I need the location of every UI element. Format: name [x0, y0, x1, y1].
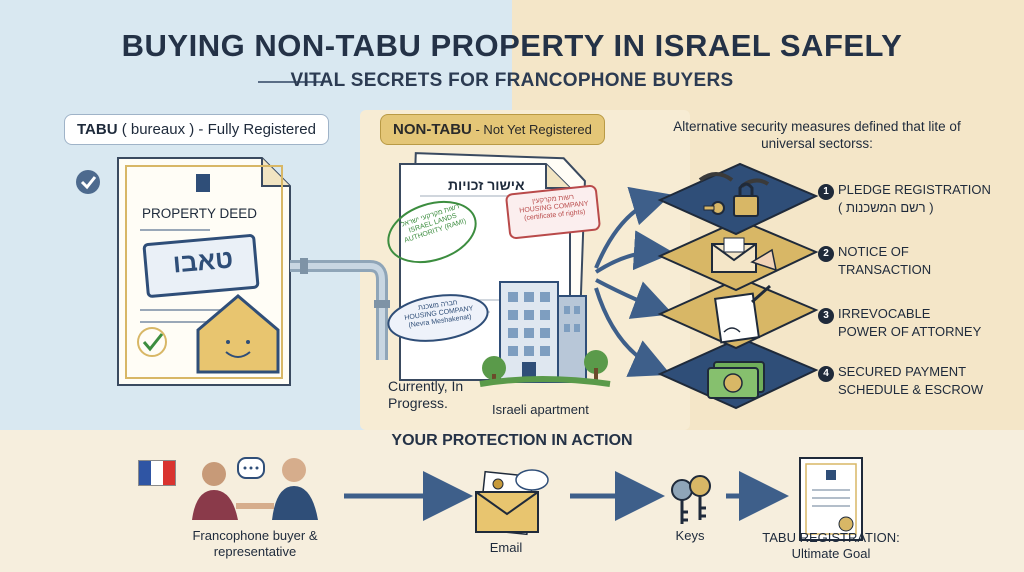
step-pledge: 1 PLEDGE REGISTRATION ( רשם המשכנות ) — [818, 182, 1018, 216]
step-4-number: 4 — [818, 366, 834, 382]
deed-label: PROPERTY DEED — [142, 206, 258, 221]
keys-label: Keys — [675, 528, 705, 543]
subtitle-rule-left — [258, 81, 322, 83]
apartment-label: Israeli apartment — [492, 402, 589, 417]
email-envelope-icon — [475, 469, 549, 536]
lands-authority-stamp — [387, 200, 477, 264]
housing-company-stamp-red — [505, 185, 601, 239]
step-1-line1: PLEDGE REGISTRATION — [838, 182, 991, 197]
step-2-number: 2 — [818, 246, 834, 262]
envelope-icon — [711, 237, 777, 273]
page-subtitle: VITAL SECRETS FOR FRANCOPHONE BUYERS — [290, 70, 734, 91]
tabu-registration-certificate-icon — [799, 457, 863, 541]
buyer-representative-icon — [192, 457, 318, 520]
rights-certificate-title: אישור זכויות — [448, 177, 525, 193]
housing-company-stamp-blue — [387, 294, 489, 342]
step-1-line2: ( רשם המשכנות ) — [838, 200, 934, 215]
non-tabu-pill-rest: - Not Yet Registered — [471, 122, 592, 137]
fan-arrows — [594, 186, 674, 377]
keys-icon — [671, 475, 711, 524]
step-3-line2: POWER OF ATTORNEY — [838, 324, 982, 339]
step-3-number: 3 — [818, 308, 834, 324]
step-notice: 2 NOTICE OF TRANSACTION — [818, 244, 1018, 278]
tabu-pill-rest: ( bureaux ) - Fully Registered — [117, 121, 316, 138]
page-title: BUYING NON-TABU PROPERTY IN ISRAEL SAFEL… — [121, 28, 903, 63]
buyer-label: Francophone buyer & representative — [192, 528, 318, 559]
step-4-line1: SECURED PAYMENT — [838, 364, 967, 379]
green-check-icon — [137, 327, 167, 357]
apartment-building-icon — [479, 281, 611, 387]
smiling-house-icon — [196, 294, 280, 374]
step-4-line2: SCHEDULE & ESCROW — [838, 382, 984, 397]
lock-chain-icon — [698, 172, 770, 217]
alternative-intro: Alternative security measures defined th… — [673, 119, 961, 151]
protection-heading: YOUR PROTECTION IN ACTION — [391, 432, 633, 449]
email-label: Email — [489, 540, 523, 555]
emblem-icon — [196, 174, 210, 192]
signed-contract-icon — [713, 284, 771, 344]
tabu-pill: TABU ( bureaux ) - Fully Registered — [64, 114, 329, 145]
non-tabu-pill-bold: NON-TABU — [393, 121, 472, 138]
step-3-line1: IRREVOCABLE — [838, 306, 931, 321]
status-text: Currently, In Progress. — [388, 378, 464, 411]
tabu-pill-bold: TABU — [77, 121, 118, 138]
step-power-of-attorney: 3 IRREVOCABLE POWER OF ATTORNEY — [818, 306, 1018, 340]
cash-icon — [707, 361, 765, 399]
french-flag-icon — [138, 460, 176, 486]
step-1-number: 1 — [818, 184, 834, 200]
step-2-line1: NOTICE OF — [838, 244, 909, 259]
non-tabu-pill: NON-TABU - Not Yet Registered — [380, 114, 605, 145]
connecting-pipe — [290, 258, 390, 360]
check-circle-icon — [76, 170, 100, 194]
step-escrow: 4 SECURED PAYMENT SCHEDULE & ESCROW — [818, 364, 1018, 398]
step-2-line2: TRANSACTION — [838, 262, 932, 277]
goal-label: TABU REGISTRATION: Ultimate Goal — [762, 530, 900, 561]
